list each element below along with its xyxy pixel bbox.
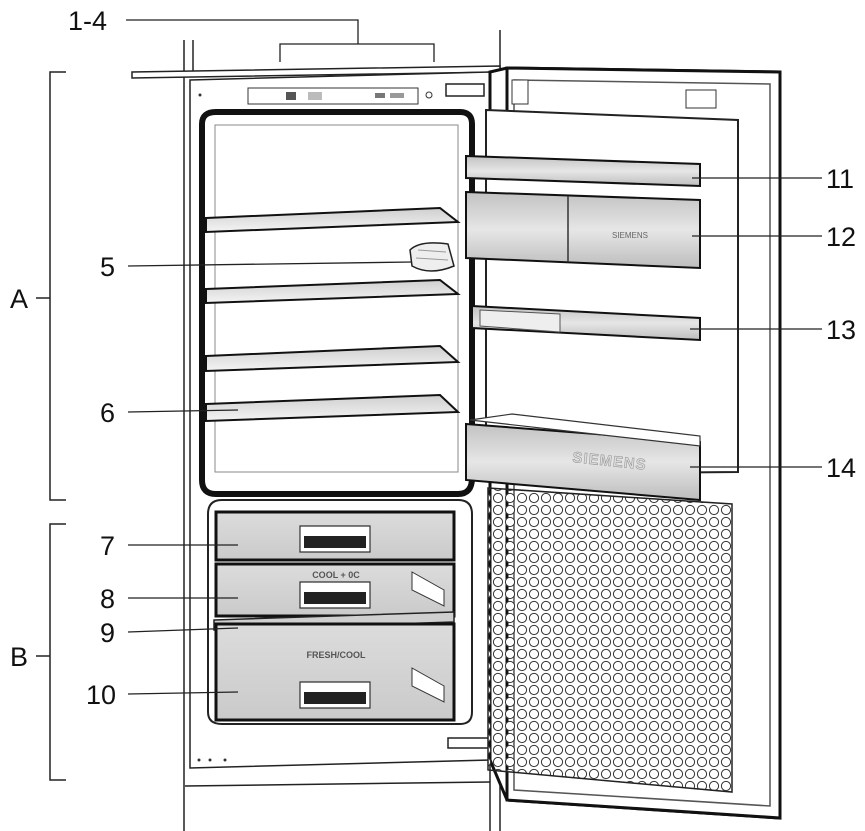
fridge-door: SIEMENS SIEMENS: [465, 66, 782, 820]
zone-label-b: B: [10, 642, 28, 672]
panel-display-icon: [286, 92, 296, 100]
zone-bracket-a: [36, 71, 66, 501]
shelf-6: [205, 393, 461, 423]
callout-11: 11: [826, 164, 854, 194]
callout-8: 8: [100, 584, 115, 614]
door-shelf-11: [465, 154, 701, 188]
light-button-icon: [425, 91, 433, 99]
interior-light: [409, 242, 455, 272]
top-hinge: [445, 83, 485, 97]
zone-bracket-b: [36, 523, 66, 781]
glass-shelves: [205, 206, 461, 423]
callout-6: 6: [100, 398, 115, 428]
callout-10: 10: [86, 680, 116, 710]
door-compartments: SIEMENS SIEMENS: [465, 154, 701, 502]
door-box-12: [465, 190, 701, 270]
callout-5: 5: [100, 252, 115, 282]
door-perforated-panel: [487, 487, 733, 793]
zone-label-a: A: [10, 284, 28, 314]
drawers: COOL + 0C FRESH/COOL: [213, 510, 456, 722]
door-box-brand: SIEMENS: [612, 231, 648, 240]
callout-13: 13: [826, 315, 856, 345]
drawer-label-cool: COOL + 0C: [312, 570, 360, 580]
drawer-label-fresh: FRESH/COOL: [306, 650, 366, 660]
fridge-body: COOL + 0C FRESH/COOL: [189, 71, 505, 769]
callout-12: 12: [826, 222, 856, 252]
leader-lines: [126, 19, 822, 695]
callout-1-4: 1-4: [68, 6, 107, 36]
callout-7: 7: [100, 531, 115, 561]
callout-14: 14: [826, 453, 856, 483]
callout-9: 9: [100, 618, 115, 648]
